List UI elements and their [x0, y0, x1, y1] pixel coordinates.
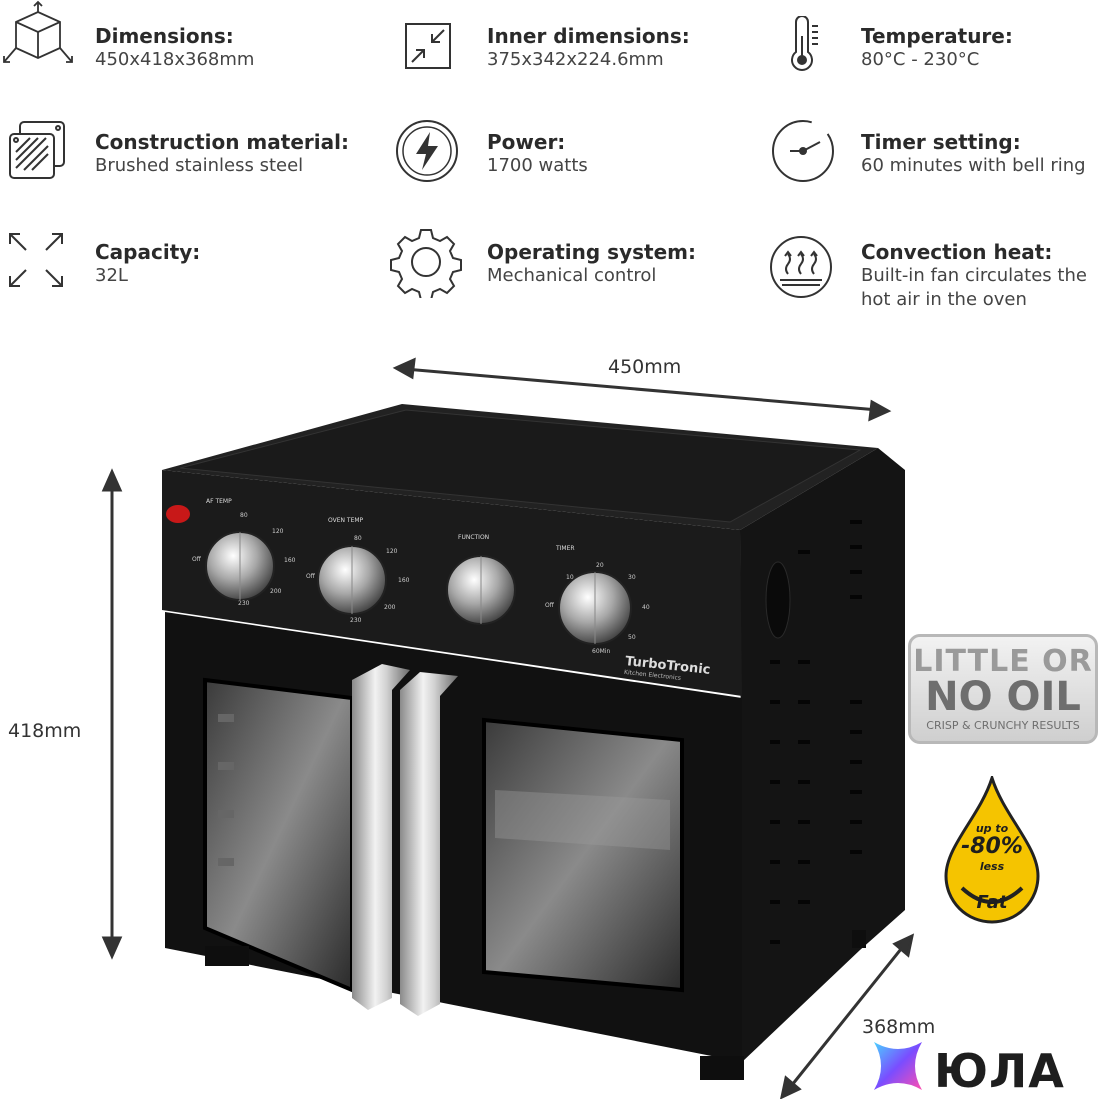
yula-text: ЮЛА [934, 1044, 1065, 1098]
spec-title: Inner dimensions: [487, 24, 690, 48]
drop-line4: Fat [976, 892, 1008, 913]
k4-mark: Off [545, 602, 554, 609]
spec-value: Brushed stainless steel [95, 155, 304, 176]
spec-title: Operating system: [487, 240, 696, 264]
yula-logo-icon [874, 1042, 922, 1090]
spec-value: 450x418x368mm [95, 49, 255, 70]
little-oil-badge: LITTLE OR NO OIL CRISP & CRUNCHY RESULTS [908, 634, 1098, 744]
spec-title: Temperature: [861, 24, 1013, 48]
spec-power: Power: 1700 watts [487, 130, 588, 178]
heat-waves-icon [770, 236, 832, 298]
spec-title: Construction material: [95, 130, 349, 154]
k2-mark: 80 [354, 535, 362, 542]
spec-value: 1700 watts [487, 155, 588, 176]
width-label: 450mm [608, 356, 682, 378]
lightning-icon [396, 120, 458, 182]
spec-operating-system: Operating system: Mechanical control [487, 240, 696, 288]
spec-title: Capacity: [95, 240, 201, 264]
k4-mark: 20 [596, 562, 604, 569]
spec-value: 32L [95, 265, 128, 286]
drop-line1: up to [975, 822, 1009, 835]
drop-icon [944, 776, 1040, 924]
spec-title: Power: [487, 130, 566, 154]
spec-title: Convection heat: [861, 240, 1053, 264]
k2-mark: 120 [386, 548, 398, 555]
k2-mark: Off [306, 573, 315, 580]
oven-temp-label: OVEN TEMP [328, 517, 364, 524]
cube-icon [3, 0, 73, 63]
k4-mark: 60Min [592, 648, 611, 655]
k1-mark: 200 [270, 588, 282, 595]
spec-value: 80°C - 230°C [861, 49, 980, 70]
shrink-arrows-icon [405, 23, 451, 69]
k2-mark: 160 [398, 577, 410, 584]
timer-label: TIMER [556, 545, 575, 552]
spec-value: 60 minutes with bell ring [861, 155, 1086, 176]
drop-line2: -80% [961, 834, 1023, 859]
k4-mark: 40 [642, 604, 650, 611]
spec-value: 375x342x224.6mm [487, 49, 664, 70]
steel-plates-icon [9, 121, 65, 179]
k1-mark: 160 [284, 557, 296, 564]
spec-title: Timer setting: [861, 130, 1021, 154]
af-temp-label: AF TEMP [206, 498, 232, 505]
thermometer-icon [791, 16, 818, 71]
gear-icon [390, 229, 462, 298]
spec-material: Construction material: Brushed stainless… [95, 130, 349, 178]
yula-watermark: ЮЛА [868, 1036, 1064, 1100]
spec-dimensions: Dimensions: 450x418x368mm [95, 24, 254, 72]
k1-mark: Off [192, 556, 201, 563]
spec-timer: Timer setting: 60 minutes with bell ring [861, 130, 1086, 178]
k4-mark: 10 [566, 574, 574, 581]
spec-value: Mechanical control [487, 265, 657, 286]
k1-mark: 120 [272, 528, 284, 535]
badge-line2: NO OIL [925, 674, 1081, 720]
spec-title: Dimensions: [95, 24, 234, 48]
timer-icon [772, 120, 834, 182]
spec-inner-dimensions: Inner dimensions: 375x342x224.6mm [487, 24, 690, 72]
k4-mark: 50 [628, 634, 636, 641]
badge-line3: CRISP & CRUNCHY RESULTS [926, 719, 1080, 732]
spec-convection: Convection heat: Built-in fan circulates… [861, 240, 1087, 312]
badge-line1: LITTLE OR [913, 644, 1093, 679]
function-label: FUNCTION [458, 534, 490, 541]
expand-arrows-icon [9, 233, 63, 287]
spec-temperature: Temperature: 80°C - 230°C [861, 24, 1013, 72]
drop-line3: less [979, 860, 1005, 873]
spec-capacity: Capacity: 32L [95, 240, 200, 288]
spec-value-line2: hot air in the oven [861, 289, 1027, 310]
k1-mark: 230 [238, 600, 250, 607]
k1-mark: 80 [240, 512, 248, 519]
height-label: 418mm [8, 720, 82, 742]
depth-label: 368mm [862, 1016, 936, 1038]
spec-value: Built-in fan circulates the [861, 265, 1087, 286]
k2-mark: 230 [350, 617, 362, 624]
k4-mark: 30 [628, 574, 636, 581]
fat-drop-badge: up to -80% less Fat [940, 776, 1044, 926]
k2-mark: 200 [384, 604, 396, 611]
